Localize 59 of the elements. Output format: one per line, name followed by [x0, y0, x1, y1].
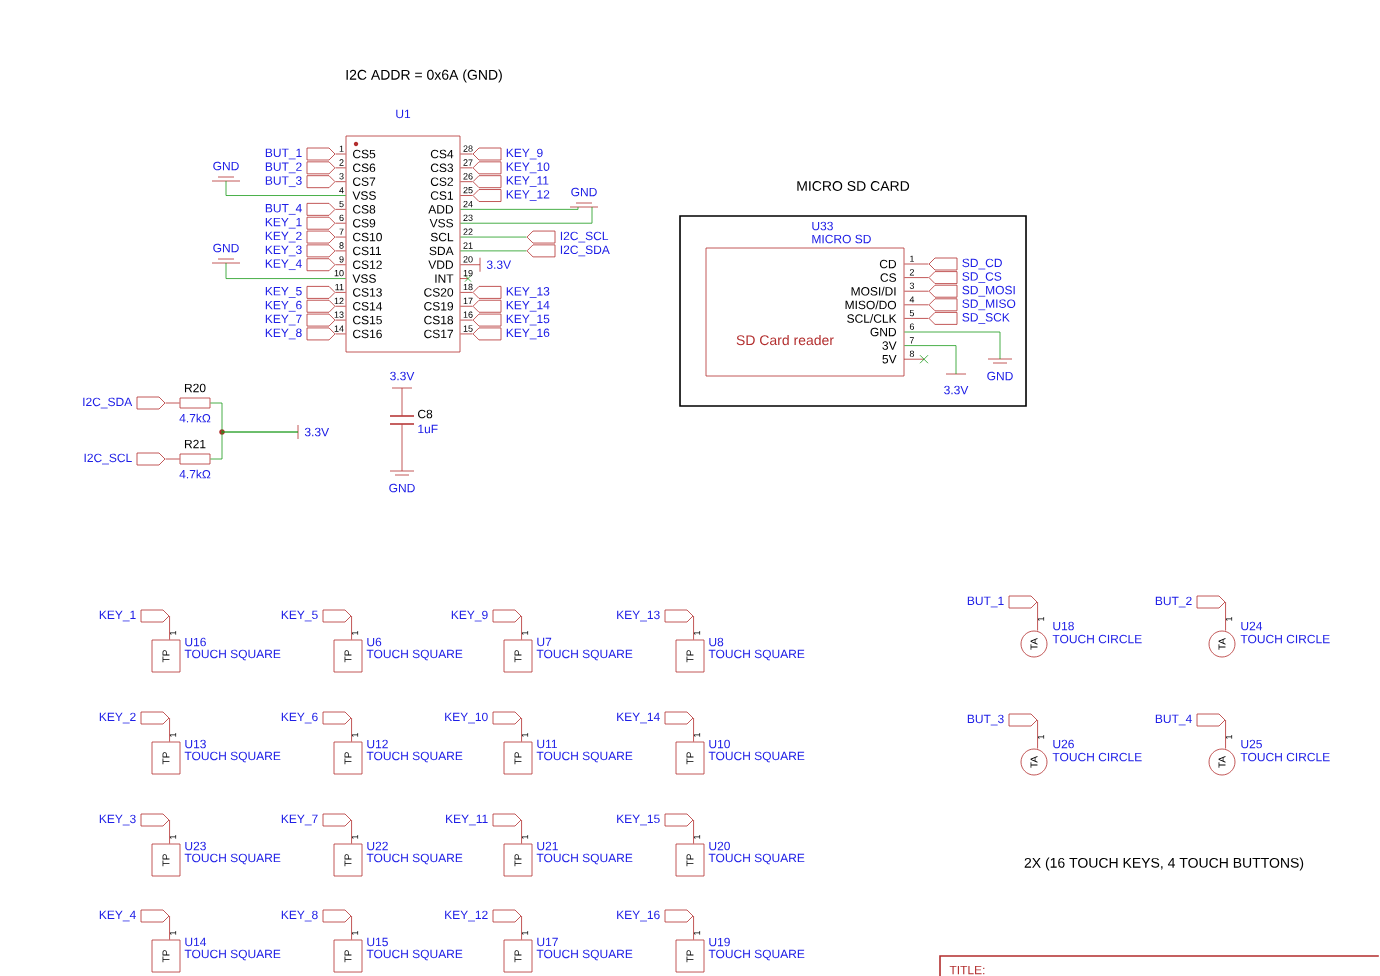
- wire: [521, 615, 522, 640]
- wire: [401, 424, 403, 472]
- wire: [1225, 719, 1226, 749]
- wire: [169, 915, 170, 940]
- wire: [460, 250, 527, 252]
- wire: [169, 717, 170, 742]
- wire: [1037, 719, 1038, 749]
- wire: [335, 305, 346, 307]
- wire: [904, 304, 929, 306]
- wire: [165, 402, 180, 404]
- wire: [693, 717, 694, 742]
- wire: [335, 292, 346, 293]
- wire: [460, 319, 473, 321]
- wire: [460, 292, 473, 293]
- wire: [904, 277, 929, 278]
- wire: [351, 615, 352, 640]
- wire: [693, 819, 694, 844]
- wire: [460, 264, 481, 266]
- wire: [460, 206, 579, 210]
- wire: [335, 208, 346, 210]
- wire: [335, 167, 346, 169]
- wire: [460, 333, 473, 335]
- wire: [521, 717, 522, 742]
- wire: [460, 181, 473, 183]
- wire: [335, 153, 346, 155]
- wire: [351, 717, 352, 742]
- wire: [904, 345, 957, 375]
- wire: [335, 181, 346, 183]
- wire: [904, 331, 1001, 360]
- wire: [210, 431, 299, 460]
- wire: [169, 819, 170, 844]
- wire: [225, 262, 346, 279]
- wire: [521, 819, 522, 844]
- wire: [460, 153, 473, 155]
- wire: [335, 250, 346, 252]
- wire: [335, 264, 346, 266]
- wire: [335, 222, 346, 224]
- wire: [904, 290, 929, 292]
- wire: [335, 319, 346, 321]
- wire: [460, 195, 473, 196]
- wire: [1225, 601, 1226, 631]
- wire: [1037, 601, 1038, 631]
- wire: [693, 615, 694, 640]
- wire: [904, 263, 929, 265]
- wire: [460, 236, 527, 238]
- wire: [460, 167, 473, 169]
- wire: [401, 387, 403, 416]
- wire: [165, 458, 180, 460]
- wire: [169, 615, 170, 640]
- wire: [904, 318, 929, 319]
- wire: [521, 915, 522, 940]
- wire: [460, 305, 473, 307]
- wire: [225, 180, 346, 196]
- wire: [335, 333, 346, 335]
- wire: [335, 236, 346, 238]
- wire: [351, 915, 352, 940]
- wire: [460, 206, 593, 224]
- wire: [693, 915, 694, 940]
- wire: [351, 819, 352, 844]
